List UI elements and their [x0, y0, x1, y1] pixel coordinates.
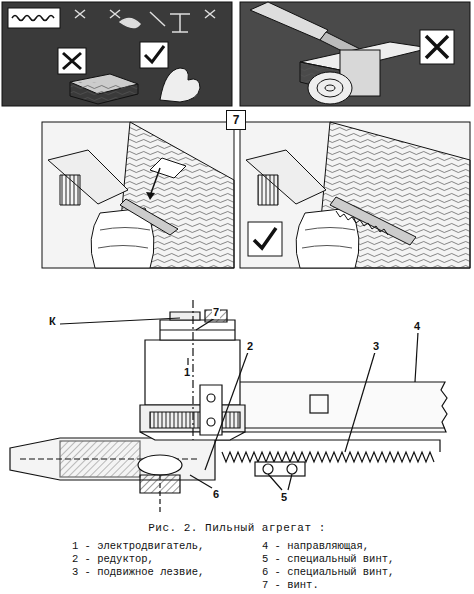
- callout-number: 2: [246, 340, 254, 353]
- instruction-panel: [2, 2, 232, 106]
- instruction-panel: [240, 2, 470, 106]
- legend-item: 7 - винт.: [262, 579, 319, 591]
- callout-number: 1: [183, 366, 191, 379]
- figure-caption: Рис. 2. Пильный агрегат :: [148, 522, 326, 535]
- instruction-panel: [240, 122, 470, 268]
- legend-item: 2 - редуктор,: [72, 553, 154, 565]
- legend-item: 1 - электродвигатель,: [72, 540, 204, 552]
- saw-unit-drawing: [10, 300, 447, 512]
- callout-number: 7: [212, 306, 220, 319]
- legend-item: 3 - подвижное лезвие,: [72, 566, 204, 578]
- callout-number: 6: [212, 488, 220, 501]
- instruction-panel: [42, 122, 234, 268]
- legend-item: 6 - специальный винт,: [262, 566, 394, 578]
- callout-number: 4: [413, 320, 421, 333]
- legend-item: 4 - направляющая,: [262, 540, 369, 552]
- panel-number: 7: [233, 113, 240, 127]
- legend-item: 5 - специальный винт,: [262, 553, 394, 565]
- callout-letter: К: [48, 315, 57, 328]
- callout-number: 3: [372, 340, 380, 353]
- panel-number-box: 7: [226, 110, 246, 130]
- callout-number: 5: [280, 491, 288, 504]
